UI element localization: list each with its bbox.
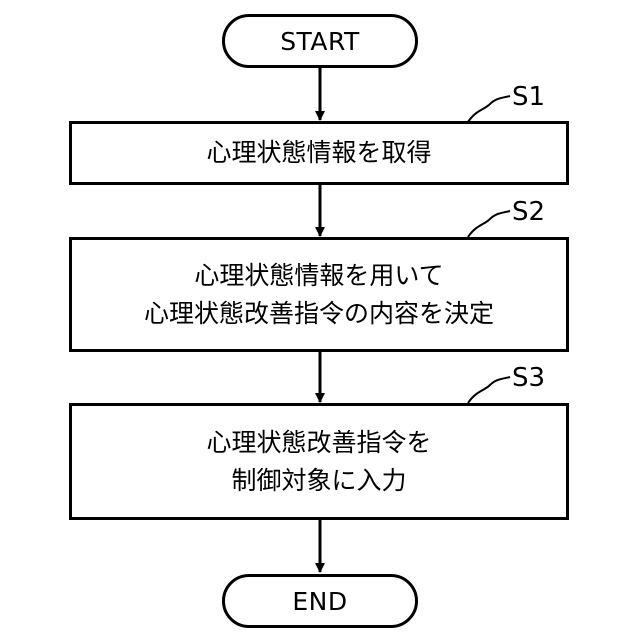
step-s3-box: 心理状態改善指令を 制御対象に入力 (69, 403, 569, 520)
step-s3-text-line1: 心理状態改善指令を (206, 424, 431, 462)
step-s2-box: 心理状態情報を用いて 心理状態改善指令の内容を決定 (69, 237, 569, 352)
step-s1-box: 心理状態情報を取得 (69, 121, 569, 185)
end-terminal: END (222, 574, 418, 628)
step-s2-text-line1: 心理状態情報を用いて (194, 257, 443, 295)
leader-s1 (468, 96, 510, 122)
step-s2-text-line2: 心理状態改善指令の内容を決定 (144, 295, 494, 333)
step-s3-text-line2: 制御対象に入力 (231, 462, 406, 500)
leader-s2 (468, 211, 510, 237)
start-terminal: START (222, 14, 418, 68)
leader-s3 (468, 377, 510, 403)
step-s1-text: 心理状態情報を取得 (206, 134, 431, 172)
step-label-s2: S2 (512, 197, 545, 227)
step-label-s3: S3 (512, 363, 545, 393)
end-label: END (292, 587, 347, 616)
step-label-s1: S1 (512, 82, 545, 112)
start-label: START (280, 27, 360, 56)
